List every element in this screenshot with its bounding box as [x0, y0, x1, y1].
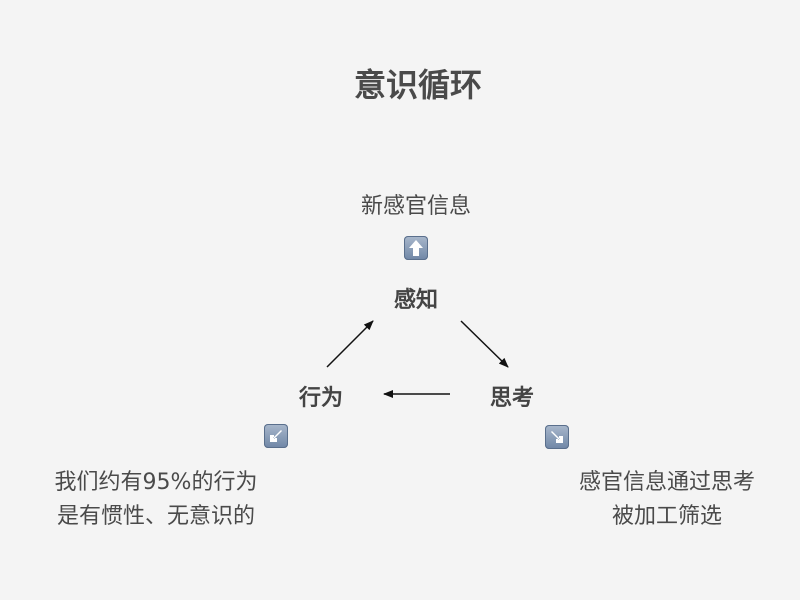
down-left-arrow-icon — [264, 424, 288, 448]
left-note: 我们约有95%的行为 是有惯性、无意识的 — [55, 466, 258, 534]
node-perception: 感知 — [393, 288, 439, 313]
node-action: 行为 — [298, 386, 344, 411]
right-note: 感官信息通过思考 被加工筛选 — [579, 466, 755, 534]
arrow-action-to-perception — [326, 320, 374, 368]
diagram-title: 意识循环 — [353, 66, 483, 104]
left-note-line-1: 我们约有95%的行为 — [54, 470, 258, 495]
down-right-arrow-icon — [545, 425, 569, 449]
right-note-line-1: 感官信息通过思考 — [578, 470, 756, 495]
right-note-line-2: 被加工筛选 — [611, 504, 723, 529]
node-thinking: 思考 — [489, 386, 535, 411]
new-sensory-info-label: 新感官信息 — [360, 194, 472, 219]
up-arrow-icon — [404, 236, 428, 260]
arrow-perception-to-thinking — [460, 320, 509, 368]
left-note-line-2: 是有惯性、无意识的 — [56, 504, 255, 529]
